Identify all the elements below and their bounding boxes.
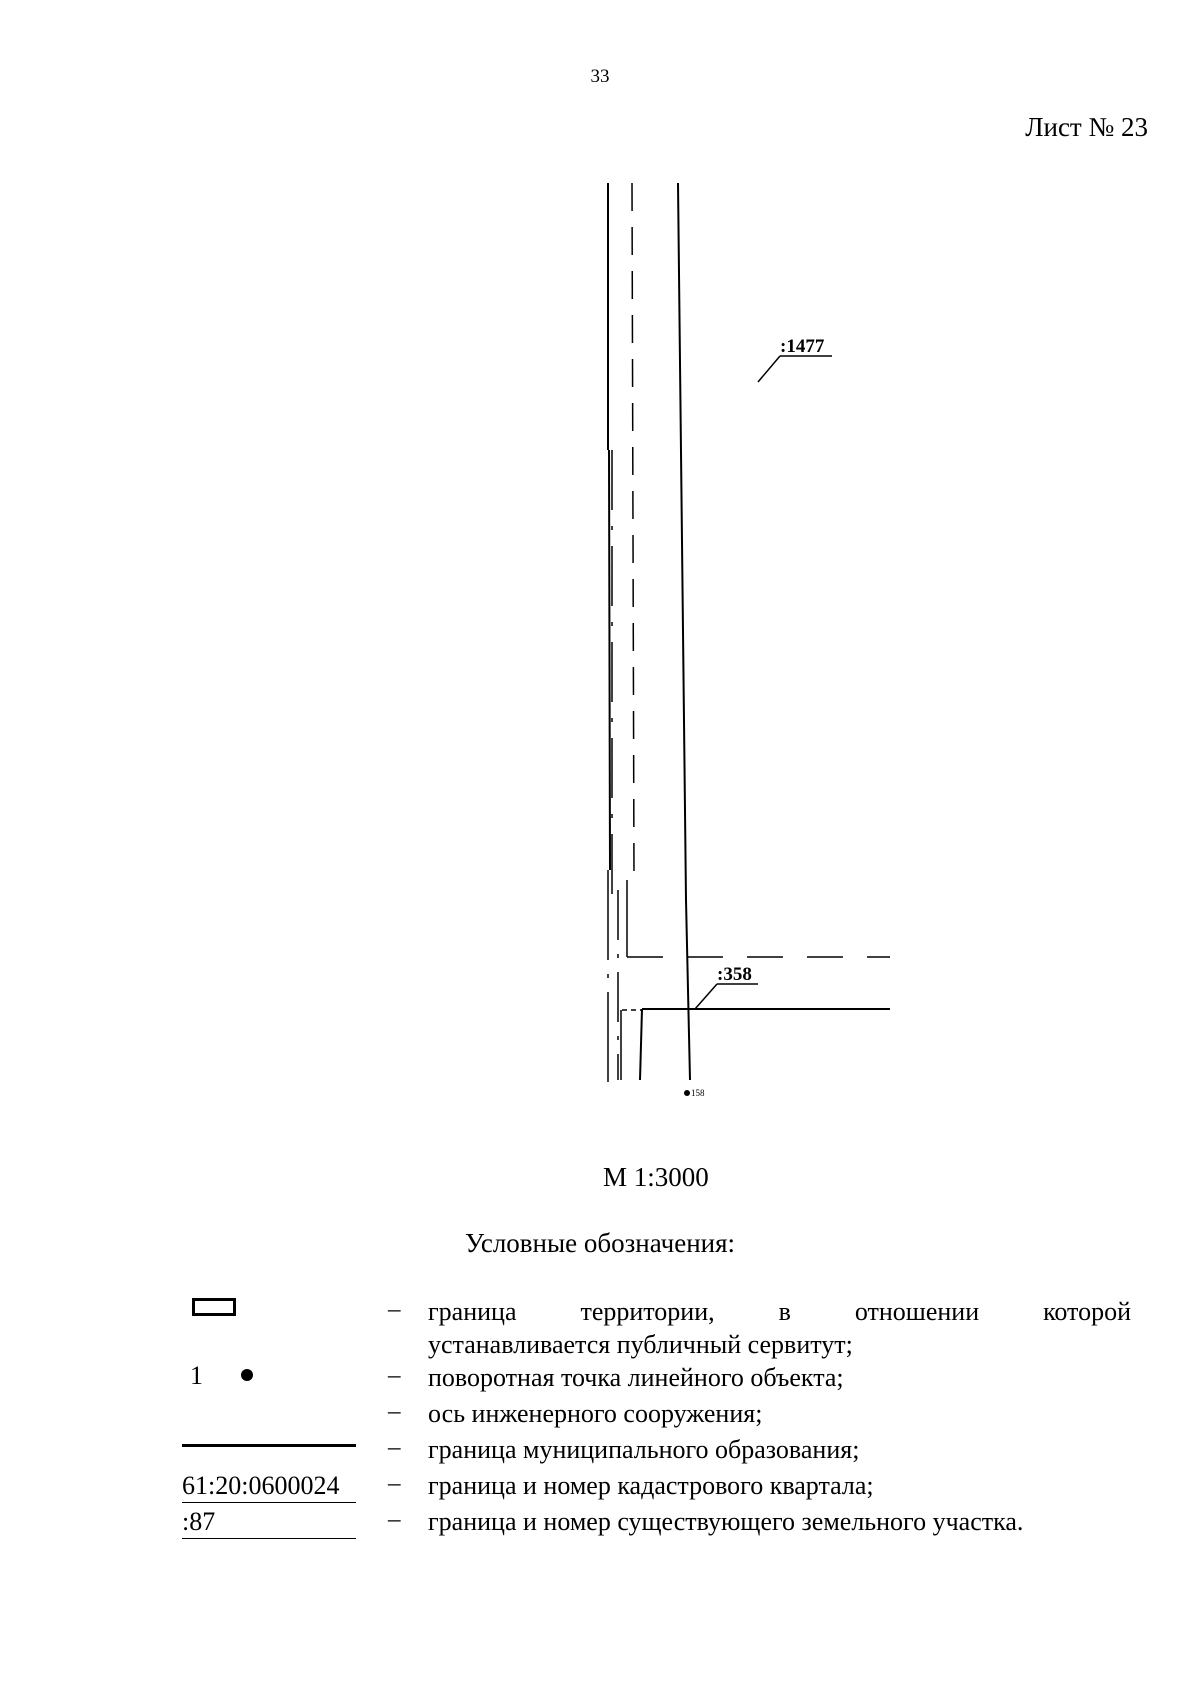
legend-dash: – bbox=[388, 1470, 401, 1497]
map-scale: М 1:3000 bbox=[603, 1162, 709, 1192]
legend-description: ось инженерного сооружения; bbox=[428, 1399, 763, 1428]
legend-title: Условные обозначения: bbox=[464, 1228, 736, 1258]
legend-dash: – bbox=[388, 1434, 401, 1461]
cadastral-quarter-number: 61:20:0600024 bbox=[182, 1469, 356, 1503]
land-parcel-symbol: :87 bbox=[182, 1505, 356, 1539]
map-turning-point bbox=[684, 1090, 690, 1096]
legend-point-number: 1 bbox=[190, 1361, 203, 1390]
cadastral-quarter-symbol: 61:20:0600024 bbox=[182, 1469, 356, 1503]
map-parcel-label-1477: :1477 bbox=[780, 336, 825, 357]
map-dashed-vertical bbox=[631, 182, 635, 881]
page-number: 33 bbox=[590, 66, 610, 87]
municipal-border-symbol bbox=[182, 1444, 356, 1447]
legend-description-line-1: граница территории, в отношении которой bbox=[428, 1297, 1131, 1326]
legend-description: граница муниципального образования; bbox=[428, 1435, 860, 1464]
map-parcel-358-left bbox=[639, 1008, 643, 1081]
legend-description: граница и номер кадастрового квартала; bbox=[428, 1471, 874, 1500]
map-parcel-label-358: :358 bbox=[717, 964, 752, 985]
map-drawing: :1477 :358 158 bbox=[607, 182, 890, 1098]
map-parcel-line-lower bbox=[685, 899, 691, 1081]
turning-point-symbol bbox=[241, 1369, 253, 1381]
legend-description: граница территории, в отношении которой … bbox=[428, 1295, 1131, 1361]
legend-description: поворотная точка линейного объекта; bbox=[428, 1363, 844, 1392]
map-point-label: 158 bbox=[691, 1088, 705, 1098]
map-leader-358 bbox=[694, 983, 718, 1010]
legend-dash: – bbox=[388, 1362, 401, 1389]
land-parcel-number: :87 bbox=[182, 1505, 356, 1539]
legend-description: граница и номер существующего земельного… bbox=[428, 1507, 1024, 1536]
legend-dash: – bbox=[388, 1398, 401, 1425]
sheet-label: Лист № 23 bbox=[1025, 112, 1148, 142]
servitude-boundary-symbol bbox=[192, 1298, 236, 1316]
map-parcel-line-vertical bbox=[677, 182, 687, 901]
legend-dash: – bbox=[388, 1506, 401, 1533]
legend-dash: – bbox=[388, 1296, 401, 1323]
map-leader-1477 bbox=[757, 355, 781, 383]
map-border-left-lower bbox=[608, 449, 611, 871]
legend-description-line-2: устанавливается публичный сервитут; bbox=[428, 1330, 853, 1359]
